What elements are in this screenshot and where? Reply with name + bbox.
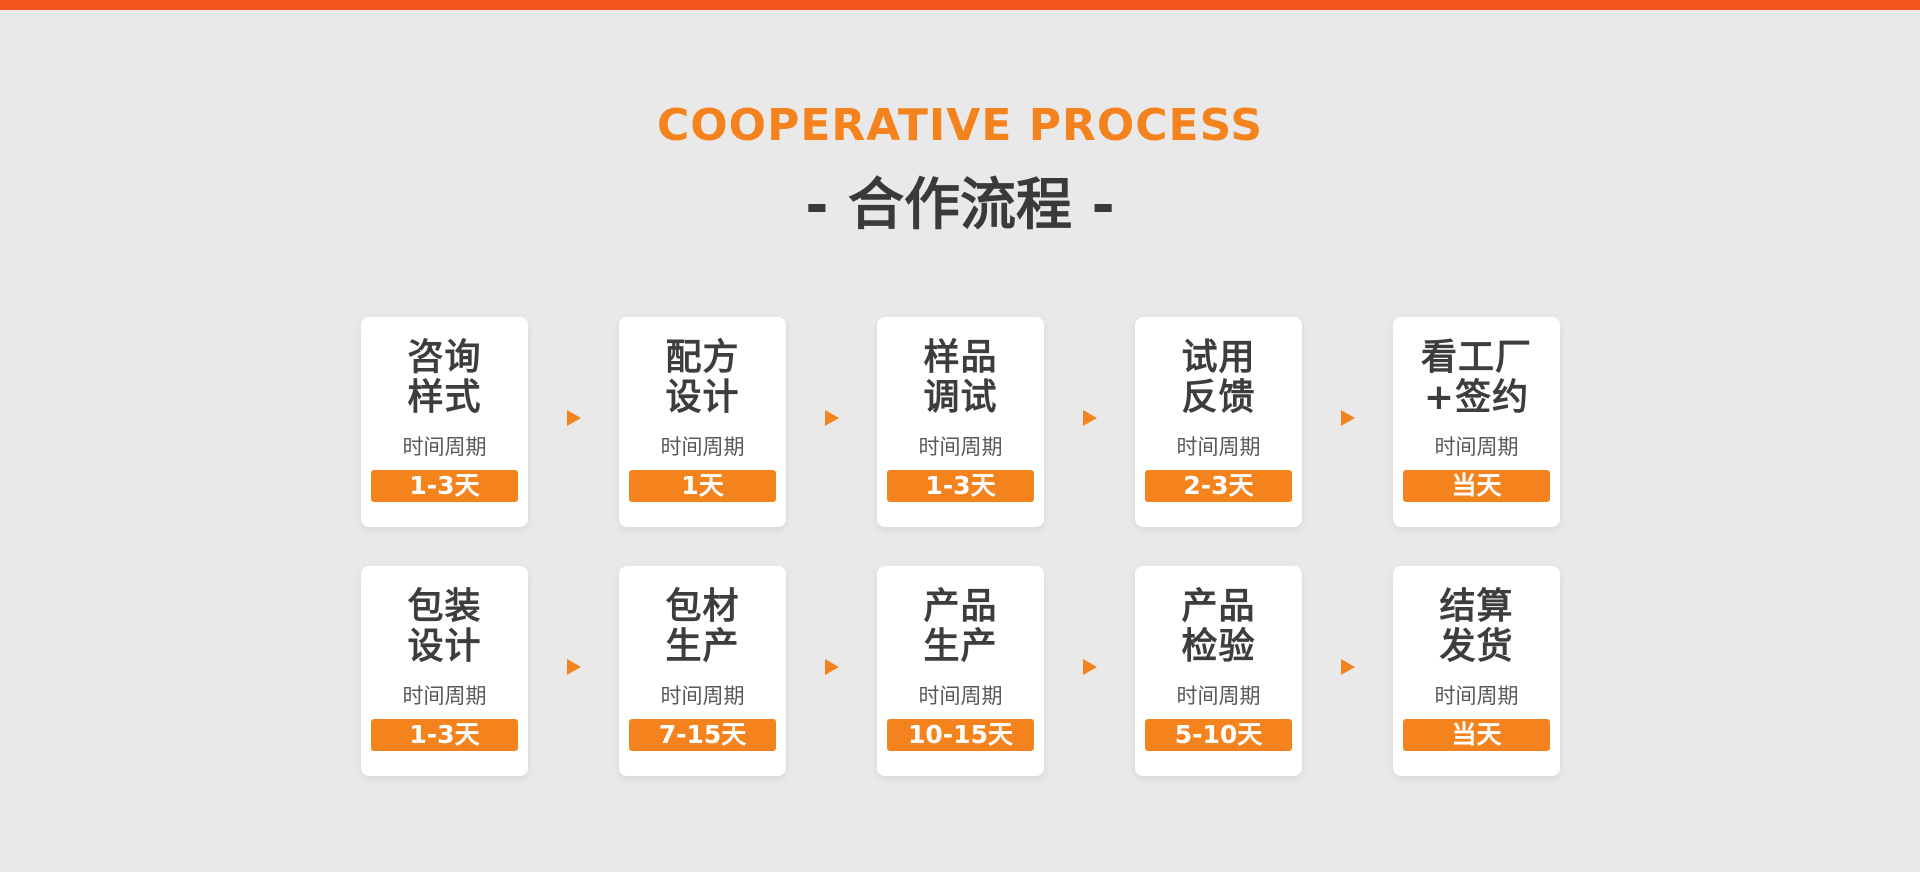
arrow-gap xyxy=(1302,566,1393,776)
time-period-label: 时间周期 xyxy=(1176,435,1261,459)
top-accent-bar xyxy=(0,0,1920,10)
process-row-2: 包装 设计 时间周期 1-3天 包材 生产 时间周期 7-15天 产品 生产 时… xyxy=(361,566,1561,776)
step-title-line1: 产品 xyxy=(1181,586,1256,627)
step-title-line1: 试用 xyxy=(1181,337,1256,378)
duration-badge: 1天 xyxy=(629,470,776,502)
arrow-gap xyxy=(528,317,619,527)
step-title-line2: 设计 xyxy=(407,626,482,667)
step-card-trial-feedback: 试用 反馈 时间周期 2-3天 xyxy=(1135,317,1302,527)
step-card-product-production: 产品 生产 时间周期 10-15天 xyxy=(877,566,1044,776)
step-card-visit-factory-sign: 看工厂 +签约 时间周期 当天 xyxy=(1393,317,1560,527)
duration-badge: 当天 xyxy=(1403,470,1550,502)
step-title-line2: 生产 xyxy=(665,626,740,667)
step-card-material-production: 包材 生产 时间周期 7-15天 xyxy=(619,566,786,776)
step-card-packaging-design: 包装 设计 时间周期 1-3天 xyxy=(361,566,528,776)
arrow-right-icon xyxy=(1082,659,1097,675)
arrow-gap xyxy=(1302,317,1393,527)
duration-badge: 1-3天 xyxy=(371,719,518,751)
step-title: 产品 生产 xyxy=(877,587,1044,667)
step-title-line1: 样品 xyxy=(923,337,998,378)
time-period-label: 时间周期 xyxy=(1434,435,1519,459)
step-title-line2: 样式 xyxy=(407,377,482,418)
step-card-settle-ship: 结算 发货 时间周期 当天 xyxy=(1393,566,1560,776)
arrow-right-icon xyxy=(566,659,581,675)
step-title-line1: 包装 xyxy=(407,586,482,627)
step-title: 看工厂 +签约 xyxy=(1393,338,1560,418)
step-title-line1: 咨询 xyxy=(407,337,482,378)
time-period-label: 时间周期 xyxy=(660,684,745,708)
page-title: COOPERATIVE PROCESS xyxy=(656,100,1264,151)
time-period-label: 时间周期 xyxy=(402,435,487,459)
time-period-label: 时间周期 xyxy=(402,684,487,708)
time-period-label: 时间周期 xyxy=(1434,684,1519,708)
duration-badge: 10-15天 xyxy=(887,719,1034,751)
duration-badge: 1-3天 xyxy=(887,470,1034,502)
arrow-gap xyxy=(1044,566,1135,776)
duration-badge: 7-15天 xyxy=(629,719,776,751)
arrow-right-icon xyxy=(1340,659,1355,675)
step-title: 配方 设计 xyxy=(619,338,786,418)
duration-badge: 5-10天 xyxy=(1145,719,1292,751)
step-title-line1: 结算 xyxy=(1439,586,1514,627)
duration-badge: 2-3天 xyxy=(1145,470,1292,502)
arrow-gap xyxy=(1044,317,1135,527)
step-title-line1: 包材 xyxy=(665,586,740,627)
arrow-right-icon xyxy=(1340,410,1355,426)
step-title: 产品 检验 xyxy=(1135,587,1302,667)
step-title: 结算 发货 xyxy=(1393,587,1560,667)
arrow-gap xyxy=(786,317,877,527)
step-card-sample-debug: 样品 调试 时间周期 1-3天 xyxy=(877,317,1044,527)
arrow-right-icon xyxy=(566,410,581,426)
step-title-line1: 产品 xyxy=(923,586,998,627)
step-title-line1: 配方 xyxy=(665,337,740,378)
step-title: 包装 设计 xyxy=(361,587,528,667)
arrow-right-icon xyxy=(824,410,839,426)
step-title: 试用 反馈 xyxy=(1135,338,1302,418)
step-title: 咨询 样式 xyxy=(361,338,528,418)
step-title-line2: 调试 xyxy=(923,377,998,418)
time-period-label: 时间周期 xyxy=(918,684,1003,708)
arrow-right-icon xyxy=(1082,410,1097,426)
page-background: COOPERATIVE PROCESS - 合作流程 - 咨询 样式 时间周期 … xyxy=(0,10,1920,872)
page-subtitle: - 合作流程 - xyxy=(805,173,1115,238)
step-card-consult-style: 咨询 样式 时间周期 1-3天 xyxy=(361,317,528,527)
arrow-right-icon xyxy=(824,659,839,675)
step-title-line2: 检验 xyxy=(1181,626,1256,667)
step-card-product-inspection: 产品 检验 时间周期 5-10天 xyxy=(1135,566,1302,776)
step-title-line2: 反馈 xyxy=(1181,377,1256,418)
step-title-line2: +签约 xyxy=(1423,377,1530,418)
step-title-line2: 设计 xyxy=(665,377,740,418)
step-card-formula-design: 配方 设计 时间周期 1天 xyxy=(619,317,786,527)
duration-badge: 1-3天 xyxy=(371,470,518,502)
step-title-line2: 生产 xyxy=(923,626,998,667)
arrow-gap xyxy=(528,566,619,776)
step-title: 样品 调试 xyxy=(877,338,1044,418)
time-period-label: 时间周期 xyxy=(1176,684,1261,708)
time-period-label: 时间周期 xyxy=(918,435,1003,459)
arrow-gap xyxy=(786,566,877,776)
step-title: 包材 生产 xyxy=(619,587,786,667)
time-period-label: 时间周期 xyxy=(660,435,745,459)
duration-badge: 当天 xyxy=(1403,719,1550,751)
process-row-1: 咨询 样式 时间周期 1-3天 配方 设计 时间周期 1天 样品 调试 时间周期… xyxy=(361,317,1561,527)
step-title-line1: 看工厂 xyxy=(1420,337,1532,378)
step-title-line2: 发货 xyxy=(1439,626,1514,667)
